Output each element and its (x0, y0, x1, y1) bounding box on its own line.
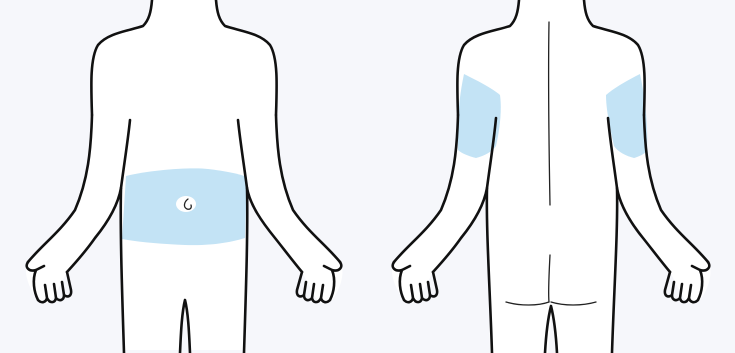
navel-marker (176, 196, 196, 212)
back-body-fill (392, 0, 711, 353)
back-body-figure (392, 0, 711, 353)
front-body-figure (26, 0, 343, 353)
